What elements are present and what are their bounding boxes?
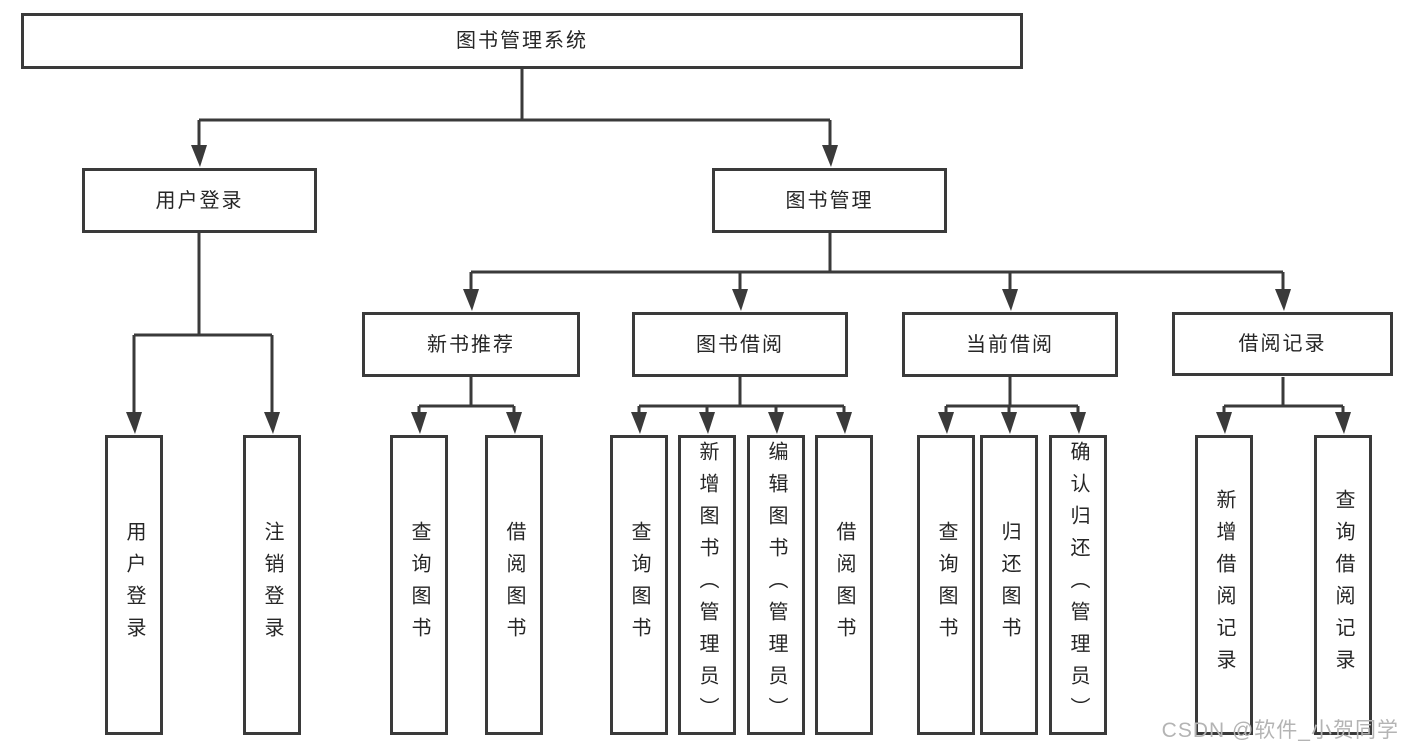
leaf-query-borrow-record-label: 查询借阅记录 (1332, 489, 1354, 681)
node-new-book-recommend: 新书推荐 (362, 312, 580, 377)
leaf-query-books-1-label: 查询图书 (408, 521, 430, 649)
leaf-logout-label: 注销登录 (261, 521, 283, 649)
leaf-query-books-3-label: 查询图书 (935, 521, 957, 649)
node-book-management-label: 图书管理 (785, 189, 874, 212)
leaf-query-books-2: 查询图书 (610, 435, 668, 735)
node-book-borrow-label: 图书借阅 (696, 333, 784, 356)
leaf-user-login: 用户登录 (105, 435, 163, 735)
tree-edges (132, 69, 1345, 417)
leaf-add-borrow-record-label: 新增借阅记录 (1213, 489, 1235, 681)
leaf-add-books-admin: 新增图书（管理员） (678, 435, 736, 735)
node-borrow-records-label: 借阅记录 (1238, 333, 1327, 355)
watermark-text: CSDN @软件_小贺同学 (1161, 719, 1399, 742)
leaf-query-books-2-label: 查询图书 (628, 521, 650, 649)
node-new-book-recommend-label: 新书推荐 (427, 333, 515, 356)
leaf-return-books-label: 归还图书 (998, 521, 1020, 649)
node-book-management: 图书管理 (712, 168, 947, 233)
leaf-add-books-admin-label: 新增图书（管理员） (696, 441, 718, 729)
leaf-borrow-books-2: 借阅图书 (815, 435, 873, 735)
leaf-query-books-3: 查询图书 (917, 435, 975, 735)
leaf-confirm-return-admin-label: 确认归还（管理员） (1067, 441, 1089, 729)
leaf-query-books-1: 查询图书 (390, 435, 448, 735)
node-user-login: 用户登录 (82, 168, 317, 233)
node-current-borrow-label: 当前借阅 (966, 333, 1054, 356)
leaf-edit-books-admin: 编辑图书（管理员） (747, 435, 805, 735)
node-borrow-records: 借阅记录 (1172, 312, 1393, 376)
leaf-borrow-books-1: 借阅图书 (485, 435, 543, 735)
leaf-logout: 注销登录 (243, 435, 301, 735)
node-user-login-label: 用户登录 (155, 189, 244, 212)
node-root: 图书管理系统 (21, 13, 1023, 69)
leaf-query-borrow-record: 查询借阅记录 (1314, 435, 1372, 735)
node-current-borrow: 当前借阅 (902, 312, 1118, 377)
leaf-borrow-books-1-label: 借阅图书 (503, 521, 525, 649)
leaf-edit-books-admin-label: 编辑图书（管理员） (765, 441, 787, 729)
leaf-borrow-books-2-label: 借阅图书 (833, 521, 855, 649)
leaf-return-books: 归还图书 (980, 435, 1038, 735)
leaf-confirm-return-admin: 确认归还（管理员） (1049, 435, 1107, 735)
node-book-borrow: 图书借阅 (632, 312, 848, 377)
leaf-user-login-label: 用户登录 (123, 521, 145, 649)
leaf-add-borrow-record: 新增借阅记录 (1195, 435, 1253, 735)
node-root-label: 图书管理系统 (456, 30, 588, 52)
